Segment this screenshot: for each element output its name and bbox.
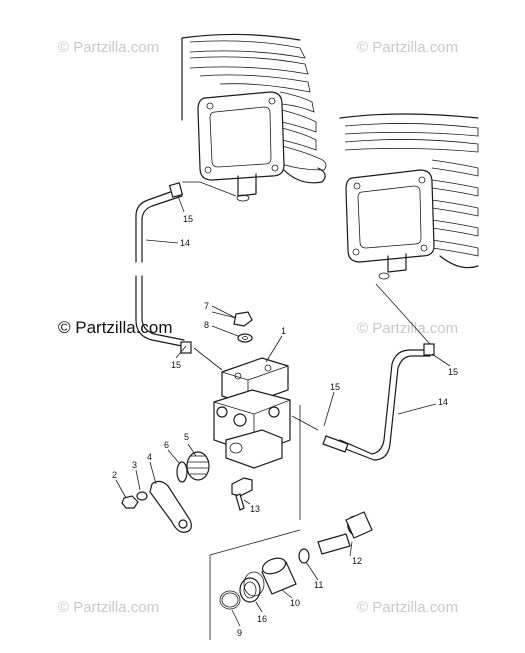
callout-14: 14	[438, 397, 448, 407]
callout-leaders	[115, 195, 451, 627]
callout-5: 5	[184, 432, 189, 442]
right-oil-line	[322, 343, 435, 461]
callout-15: 15	[183, 214, 193, 224]
right-cylinder	[339, 113, 479, 269]
callout-4: 4	[147, 452, 152, 462]
watermark-top-right: © Partzilla.com	[357, 39, 458, 56]
washer-3	[136, 491, 148, 501]
callout-15: 15	[330, 382, 340, 392]
callout-12: 12	[352, 556, 362, 566]
left-cylinder	[181, 33, 327, 184]
callout-3: 3	[132, 460, 137, 470]
callout-8: 8	[204, 320, 209, 330]
seal-11	[298, 548, 310, 564]
callout-13: 13	[250, 504, 260, 514]
drive-shaft-12	[317, 511, 373, 555]
callout-7: 7	[204, 301, 209, 311]
oil-pump-body	[213, 357, 291, 469]
spring-16	[239, 571, 265, 603]
washer-8	[237, 333, 253, 343]
lever-4	[149, 480, 192, 533]
callout-10: 10	[290, 598, 300, 608]
leader-lines	[182, 181, 431, 640]
housing-10	[261, 557, 297, 595]
callout-15: 15	[448, 367, 458, 377]
callout-6: 6	[164, 440, 169, 450]
callout-9: 9	[237, 628, 242, 638]
callout-2: 2	[112, 470, 117, 480]
o-ring-9	[219, 590, 241, 610]
watermark-center-right: © Partzilla.com	[357, 320, 458, 337]
gear-5	[186, 451, 210, 481]
callout-labels: 15 14 7 8 1 15 15 15 14 2 3 4 6 5 13 12 …	[112, 214, 458, 638]
watermark-top-left: © Partzilla.com	[58, 39, 159, 56]
callout-1: 1	[281, 326, 286, 336]
watermark-center-left: © Partzilla.com	[58, 318, 173, 337]
callout-15: 15	[171, 360, 181, 370]
right-exhaust-flange	[345, 169, 435, 280]
watermark-bottom-left: © Partzilla.com	[58, 599, 159, 616]
bolt-7	[211, 311, 253, 327]
callout-16: 16	[257, 614, 267, 624]
left-oil-line	[135, 182, 192, 354]
callout-14: 14	[180, 238, 190, 248]
watermark-bottom-right: © Partzilla.com	[357, 599, 458, 616]
nut-2	[121, 495, 139, 509]
washer-6	[176, 461, 188, 483]
left-exhaust-flange	[197, 91, 285, 202]
callout-11: 11	[314, 580, 323, 590]
bolt-13	[231, 477, 253, 511]
